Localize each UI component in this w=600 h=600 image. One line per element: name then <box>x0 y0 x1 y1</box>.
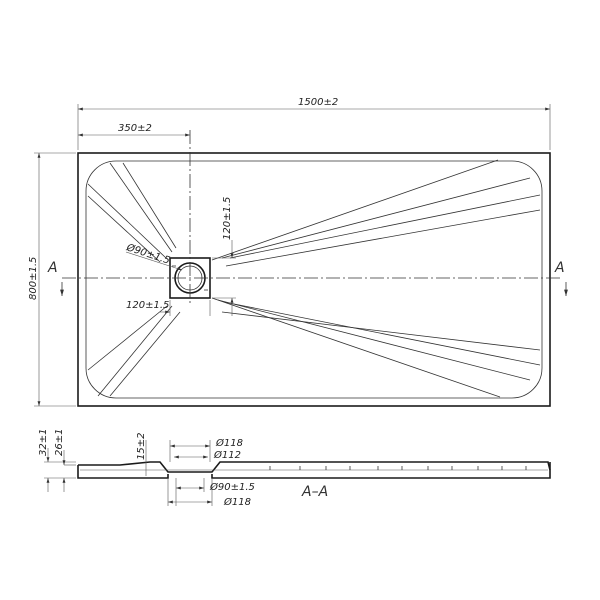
dim-drain-bottom-label: Ø90±1.5 <box>209 481 255 493</box>
section-ribs <box>269 466 527 470</box>
dim-outer-bottom-label: Ø118 <box>223 496 251 508</box>
dim-length-label: 1500±2 <box>298 97 338 108</box>
dim-drain-dia-leader <box>125 251 183 271</box>
section-view: 32±1 26±1 15±2 Ø118 Ø112 Ø90±1.5 Ø118 A–… <box>38 429 551 508</box>
dim-drain-dia-label: Ø90±1.5 <box>124 241 171 267</box>
dim-inner-top-label: Ø112 <box>213 449 241 461</box>
dim-inner-height-label: 26±1 <box>54 429 65 456</box>
dim-total-height-label: 32±1 <box>38 429 49 456</box>
dim-drain-square-h-label: 120±1.5 <box>126 300 169 311</box>
plan-view: A A 1500±2 350±2 800±1.5 Ø90±1.5 120±1.5… <box>28 97 568 407</box>
section-profile-bottom <box>77 462 551 479</box>
section-title: A–A <box>301 484 328 500</box>
dim-drain-depth-label: 15±2 <box>136 433 147 460</box>
dim-drain-square-v-label: 120±1.5 <box>222 197 233 240</box>
section-marker-left: A <box>47 260 58 276</box>
slope-wedges <box>87 159 541 398</box>
section-marker-right: A <box>554 260 565 276</box>
tray-inner-surface <box>85 160 543 399</box>
section-profile-top <box>78 461 551 473</box>
dim-drain-offset-label: 350±2 <box>118 123 152 134</box>
dim-outer-top-label: Ø118 <box>215 437 243 449</box>
tray-outline <box>77 152 551 407</box>
dim-width-label: 800±1.5 <box>28 257 39 300</box>
